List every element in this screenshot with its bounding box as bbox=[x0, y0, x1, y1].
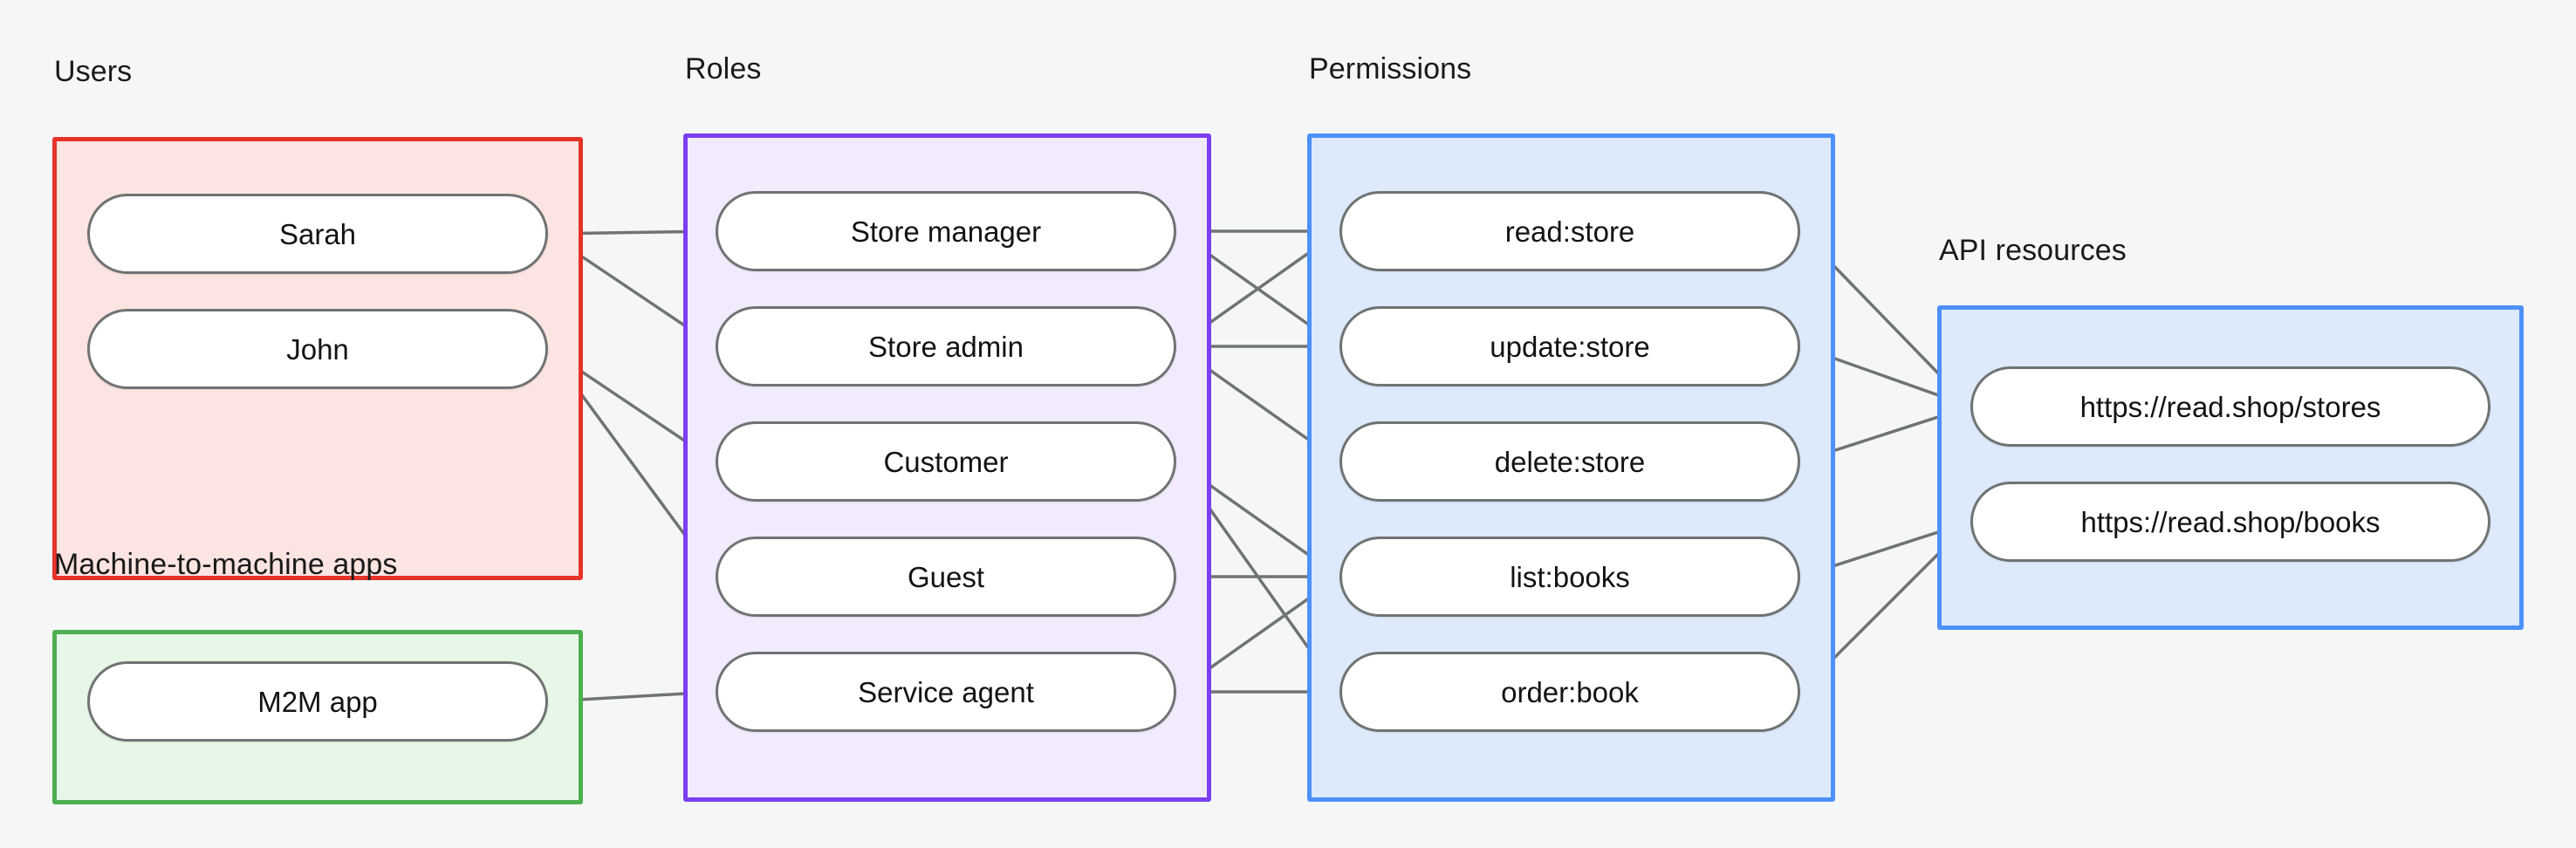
node-res_books[interactable]: https://read.shop/books bbox=[1970, 482, 2490, 562]
node-label-update_store: update:store bbox=[1490, 330, 1650, 363]
node-store_manager[interactable]: Store manager bbox=[716, 191, 1176, 271]
node-label-res_books: https://read.shop/books bbox=[2080, 505, 2381, 538]
node-label-store_admin: Store admin bbox=[868, 330, 1024, 363]
node-label-read_store: read:store bbox=[1504, 215, 1635, 248]
node-label-res_stores: https://read.shop/stores bbox=[2079, 390, 2381, 423]
node-sarah[interactable]: Sarah bbox=[87, 194, 548, 274]
node-delete_store[interactable]: delete:store bbox=[1339, 421, 1800, 502]
group-box-api_resources bbox=[1937, 305, 2524, 630]
node-label-sarah: Sarah bbox=[278, 217, 357, 250]
node-res_stores[interactable]: https://read.shop/stores bbox=[1970, 366, 2490, 447]
node-customer[interactable]: Customer bbox=[716, 421, 1176, 502]
node-guest[interactable]: Guest bbox=[716, 537, 1176, 617]
group-title-permissions: Permissions bbox=[1309, 52, 1472, 85]
node-update_store[interactable]: update:store bbox=[1339, 306, 1800, 386]
group-title-api_resources: API resources bbox=[1939, 234, 2127, 267]
node-label-customer: Customer bbox=[883, 445, 1009, 478]
node-john[interactable]: John bbox=[87, 309, 548, 389]
node-read_store[interactable]: read:store bbox=[1339, 191, 1800, 271]
node-service_agent[interactable]: Service agent bbox=[716, 652, 1176, 732]
node-order_book[interactable]: order:book bbox=[1339, 652, 1800, 732]
node-label-delete_store: delete:store bbox=[1494, 445, 1646, 478]
group-title-m2m: Machine-to-machine apps bbox=[54, 548, 398, 581]
node-label-store_manager: Store manager bbox=[850, 215, 1042, 248]
node-store_admin[interactable]: Store admin bbox=[716, 306, 1176, 386]
node-label-john: John bbox=[286, 332, 349, 366]
node-label-order_book: order:book bbox=[1501, 675, 1639, 708]
node-list_books[interactable]: list:books bbox=[1339, 537, 1800, 617]
group-title-roles: Roles bbox=[685, 52, 762, 85]
node-label-guest: Guest bbox=[907, 560, 985, 593]
node-label-list_books: list:books bbox=[1510, 560, 1630, 593]
node-label-service_agent: Service agent bbox=[858, 675, 1034, 708]
node-label-m2mapp: M2M app bbox=[257, 685, 378, 718]
group-title-users: Users bbox=[54, 55, 133, 88]
node-m2mapp[interactable]: M2M app bbox=[87, 661, 548, 742]
